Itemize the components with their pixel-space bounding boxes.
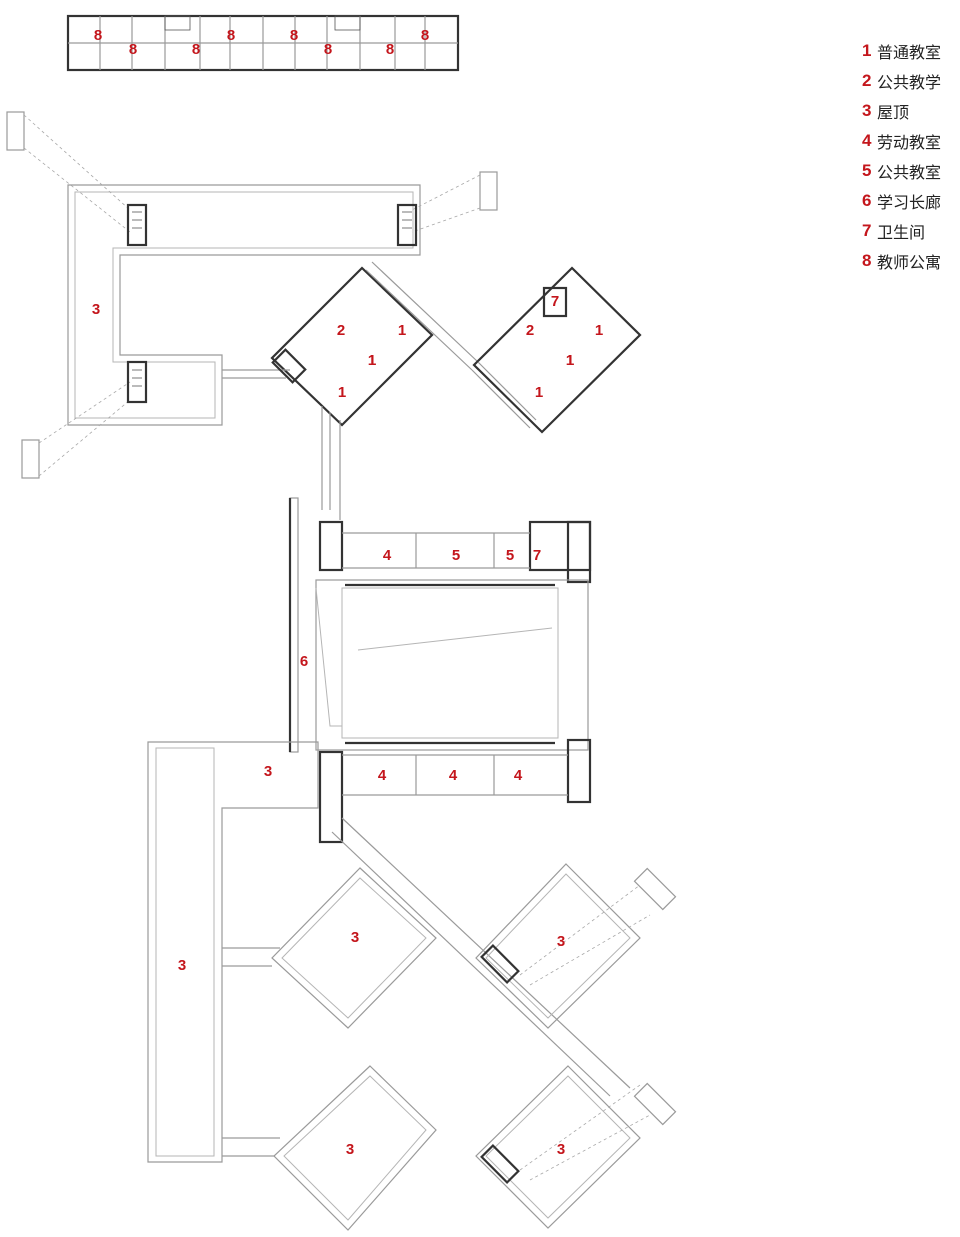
apartment-label: 8 xyxy=(421,27,429,44)
legend-item: 1 普通教室 xyxy=(862,36,958,66)
wing-right-label: 1 xyxy=(566,352,574,369)
central-north-label: 5 xyxy=(506,547,514,564)
roof-label: 3 xyxy=(351,929,359,946)
central-south-label: 4 xyxy=(449,767,458,784)
wing-left-label: 1 xyxy=(368,352,376,369)
roof-label: 3 xyxy=(346,1141,354,1158)
legend-label: 劳动教室 xyxy=(877,133,942,152)
legend-label: 公共教学 xyxy=(877,73,942,92)
legend-label: 公共教室 xyxy=(877,163,942,182)
legend-number: 6 xyxy=(862,191,872,210)
legend-number: 1 xyxy=(862,41,872,60)
north-roof xyxy=(6,111,498,479)
legend-number: 3 xyxy=(862,101,872,120)
wing-right-label: 1 xyxy=(566,352,574,369)
central-south-label: 4 xyxy=(514,767,523,784)
roof-label: 3 xyxy=(92,301,100,318)
teacher-apartment-block xyxy=(66,14,460,72)
apartment-label: 8 xyxy=(94,27,102,44)
roof-label: 3 xyxy=(557,933,565,950)
roof-label: 3 xyxy=(264,763,272,780)
apartment-label: 8 xyxy=(129,41,137,58)
right-classroom-wing xyxy=(471,266,642,434)
central-north-label: 4 xyxy=(383,547,392,564)
legend-item: 5 公共教室 xyxy=(862,156,958,186)
legend-label: 学习长廊 xyxy=(877,193,942,212)
roof-blocks xyxy=(271,863,677,1231)
legend-label: 屋顶 xyxy=(877,103,910,122)
legend-item: 3 屋顶 xyxy=(862,96,958,126)
corridor-label: 6 xyxy=(300,653,308,670)
apartment-label: 8 xyxy=(290,27,298,44)
legend-item: 4 劳动教室 xyxy=(862,126,958,156)
legend-number: 7 xyxy=(862,221,872,240)
wing-right-label: 1 xyxy=(535,384,543,401)
wing-right-label: 1 xyxy=(595,322,603,339)
central-north-label: 5 xyxy=(452,547,460,564)
legend-label: 卫生间 xyxy=(877,223,926,242)
legend: 1 普通教室 2 公共教学 3 屋顶 4 劳动教室 5 公共教室 6 学习长廊 7 卫生间 8… xyxy=(862,36,958,276)
central-north-label: 7 xyxy=(533,547,541,564)
wing-left-label: 1 xyxy=(368,352,376,369)
roof-label: 3 xyxy=(557,1141,565,1158)
south-roofs xyxy=(147,741,631,1163)
apartment-label: 8 xyxy=(227,27,235,44)
legend-item: 7 卫生间 xyxy=(862,216,958,246)
roof-label: 3 xyxy=(178,957,186,974)
wing-right-label: 2 xyxy=(526,322,534,339)
legend-number: 8 xyxy=(862,251,872,270)
legend-item: 8 教师公寓 xyxy=(862,246,958,276)
central-building xyxy=(288,497,592,844)
wing-left-label: 1 xyxy=(338,384,346,401)
wing-left-label: 1 xyxy=(398,322,406,339)
legend-label: 普通教室 xyxy=(877,43,942,62)
apartment-label: 8 xyxy=(386,41,394,58)
apartment-label: 8 xyxy=(324,41,332,58)
legend-number: 5 xyxy=(862,161,872,180)
legend-item: 6 学习长廊 xyxy=(862,186,958,216)
legend-number: 2 xyxy=(862,71,872,90)
legend-item: 2 公共教学 xyxy=(862,66,958,96)
legend-number: 4 xyxy=(862,131,872,150)
wing-right-label: 7 xyxy=(551,293,559,310)
wing-left-label: 2 xyxy=(337,322,345,339)
central-south-label: 4 xyxy=(378,767,387,784)
legend-label: 教师公寓 xyxy=(877,253,942,272)
left-classroom-wing xyxy=(222,261,479,520)
apartment-label: 8 xyxy=(192,41,200,58)
